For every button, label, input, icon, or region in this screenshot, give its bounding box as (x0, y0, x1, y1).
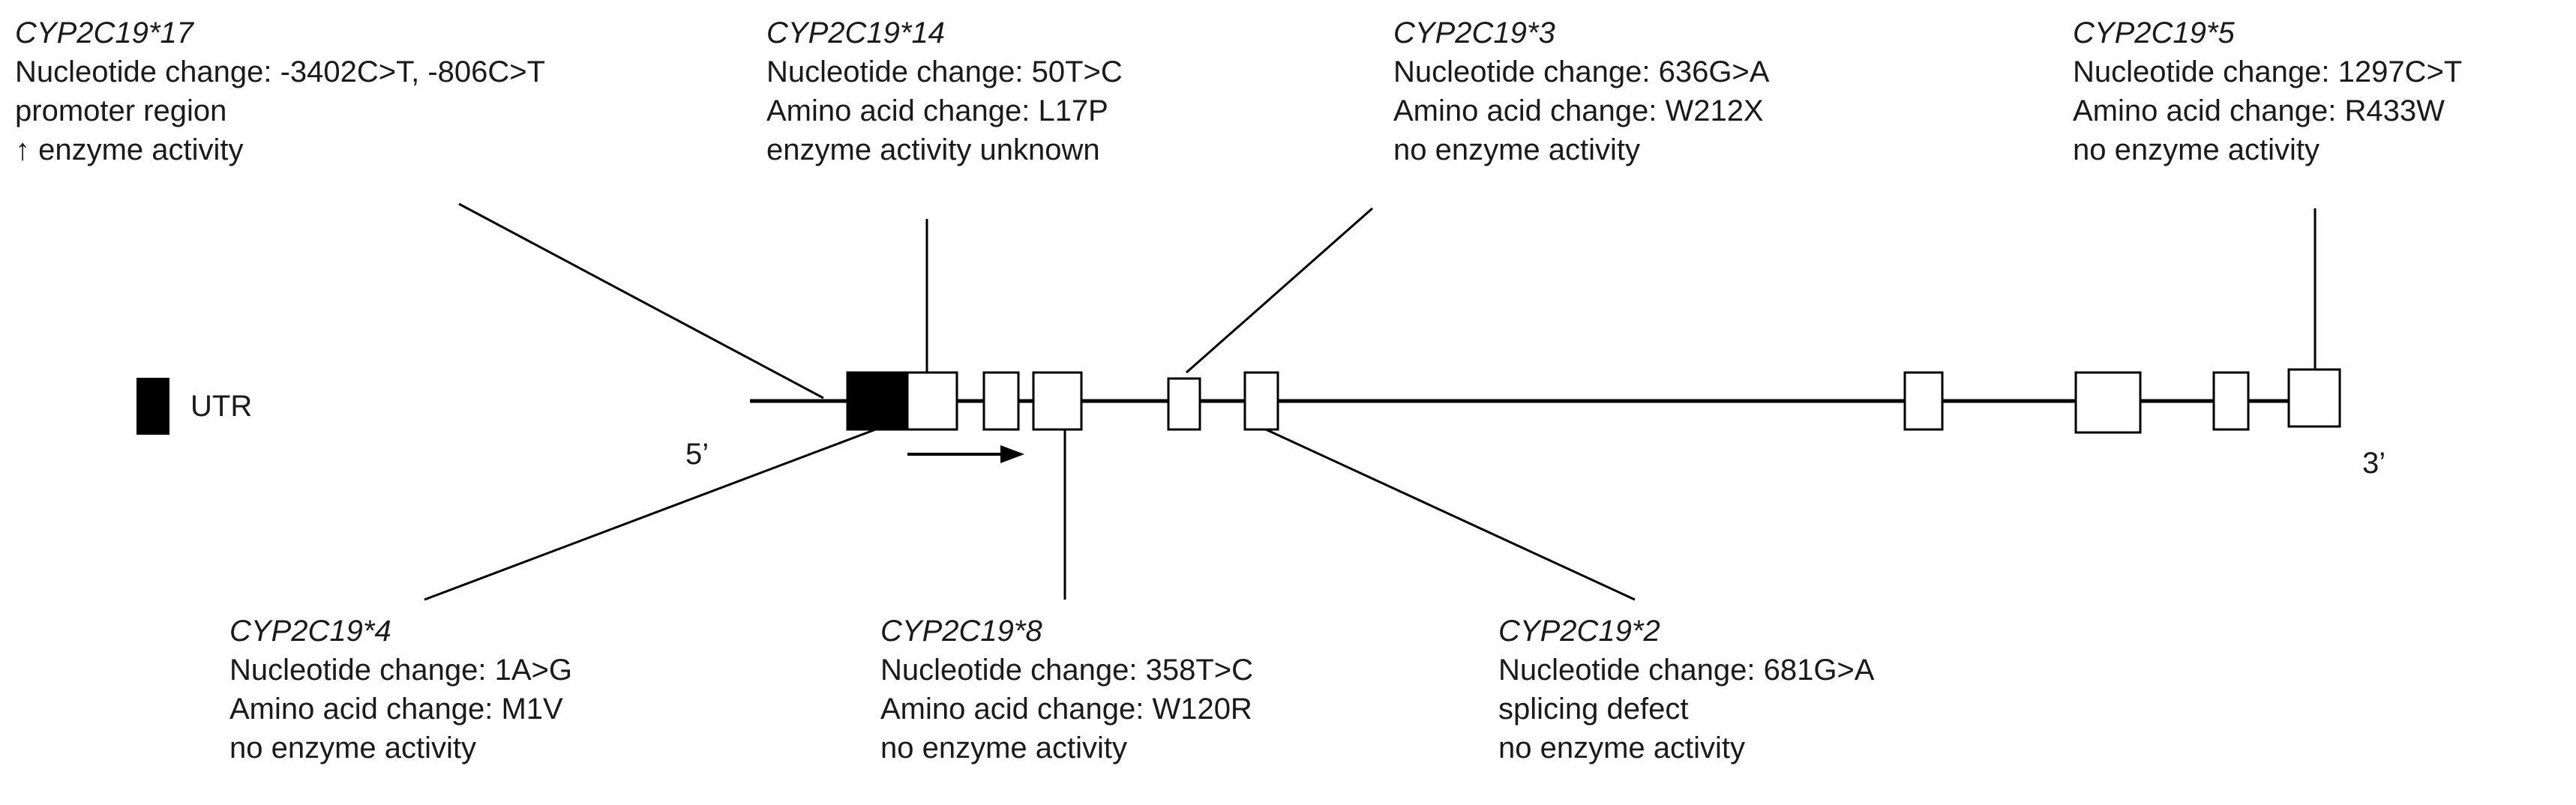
nucleotide-change: Nucleotide change: 50T>C (766, 55, 1123, 88)
annotation-cyp2c19-14: CYP2C19*14 Nucleotide change: 50T>C Amin… (766, 13, 1123, 169)
five-prime-label: 5’ (685, 438, 709, 471)
nucleotide-change: Nucleotide change: -3402C>T, -806C>T (15, 55, 546, 88)
allele-name: CYP2C19*4 (229, 615, 391, 648)
enzyme-activity: enzyme activity unknown (766, 133, 1100, 166)
nucleotide-change: Nucleotide change: 358T>C (880, 654, 1253, 687)
utr-legend-label: UTR (190, 390, 253, 423)
allele-name: CYP2C19*17 (15, 16, 193, 49)
nucleotide-change: Nucleotide change: 1297C>T (2073, 55, 2463, 88)
splicing-note: splicing defect (1498, 693, 1689, 726)
exon-1 (906, 371, 958, 431)
exon-2 (982, 371, 1020, 431)
nucleotide-change: Nucleotide change: 1A>G (229, 654, 572, 687)
exon-9 (2287, 368, 2341, 428)
region-note: promoter region (15, 94, 227, 127)
enzyme-activity: no enzyme activity (1498, 732, 1746, 765)
allele-name: CYP2C19*3 (1393, 16, 1555, 49)
enzyme-activity: no enzyme activity (2073, 133, 2320, 166)
amino-acid-change: Amino acid change: L17P (766, 94, 1108, 127)
annotation-cyp2c19-17: CYP2C19*17 Nucleotide change: -3402C>T, … (15, 13, 545, 169)
annotation-cyp2c19-4: CYP2C19*4 Nucleotide change: 1A>G Amino … (229, 612, 572, 768)
allele-name: CYP2C19*2 (1498, 615, 1660, 648)
leader-line-cyp2 (1265, 428, 1636, 601)
annotation-cyp2c19-3: CYP2C19*3 Nucleotide change: 636G>A Amin… (1393, 13, 1769, 169)
exon-6 (1903, 371, 1944, 431)
amino-acid-change: Amino acid change: M1V (229, 693, 563, 726)
enzyme-activity: ↑ enzyme activity (15, 133, 244, 166)
exon-3 (1032, 371, 1083, 431)
nucleotide-change: Nucleotide change: 636G>A (1393, 55, 1770, 88)
annotation-cyp2c19-8: CYP2C19*8 Nucleotide change: 358T>C Amin… (880, 612, 1253, 768)
exon-8 (2212, 371, 2250, 431)
leader-line-cyp3 (1186, 207, 1373, 374)
amino-acid-change: Amino acid change: W120R (880, 693, 1252, 726)
three-prime-label: 3’ (2362, 447, 2386, 480)
amino-acid-change: Amino acid change: W212X (1393, 94, 1764, 127)
annotation-cyp2c19-2: CYP2C19*2 Nucleotide change: 681G>A spli… (1498, 612, 1874, 768)
utr-legend-swatch (136, 378, 169, 435)
exon-4 (1167, 377, 1201, 431)
allele-name: CYP2C19*14 (766, 16, 945, 49)
transcription-arrow (907, 445, 1024, 463)
leader-line-cyp17 (458, 202, 824, 400)
enzyme-activity: no enzyme activity (1393, 133, 1641, 166)
exon-5 (1243, 371, 1279, 431)
legend: UTR (136, 378, 252, 435)
allele-name: CYP2C19*5 (2073, 16, 2235, 49)
enzyme-activity: no enzyme activity (229, 732, 477, 765)
amino-acid-change: Amino acid change: R433W (2073, 94, 2445, 127)
leader-line-cyp4 (424, 416, 908, 601)
nucleotide-change: Nucleotide change: 681G>A (1498, 654, 1875, 687)
annotation-cyp2c19-5: CYP2C19*5 Nucleotide change: 1297C>T Ami… (2073, 13, 2462, 169)
exon-7 (2074, 371, 2142, 434)
allele-name: CYP2C19*8 (880, 615, 1042, 648)
enzyme-activity: no enzyme activity (880, 732, 1128, 765)
